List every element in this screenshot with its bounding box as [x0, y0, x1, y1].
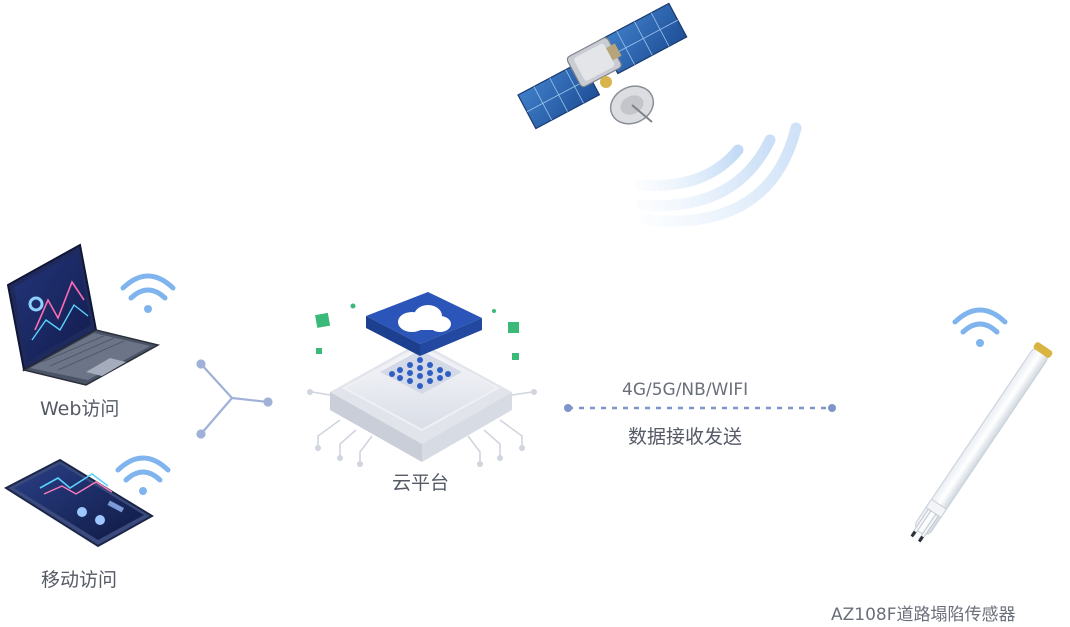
- connector-icon: [196, 359, 273, 439]
- smartphone-icon: [3, 458, 154, 548]
- wifi-icon: [952, 307, 1008, 347]
- data-link-line: [564, 404, 836, 412]
- web-access-label: Web访问: [40, 398, 120, 420]
- laptop-icon: [6, 243, 161, 386]
- link-protocols-label: 4G/5G/NB/WIFI: [622, 380, 749, 400]
- cloud-platform-label: 云平台: [392, 472, 450, 494]
- signal-waves-icon: [634, 122, 802, 227]
- satellite-icon: [517, 2, 688, 130]
- sensor-pole-icon: [910, 342, 1053, 543]
- sensor-name-label: AZ108F道路塌陷传感器: [831, 605, 1016, 625]
- wifi-icon: [115, 455, 171, 495]
- link-description-label: 数据接收发送: [628, 426, 743, 448]
- mobile-access-label: 移动访问: [41, 569, 118, 591]
- cloud-platform-icon: [307, 292, 537, 467]
- wifi-icon: [120, 273, 176, 313]
